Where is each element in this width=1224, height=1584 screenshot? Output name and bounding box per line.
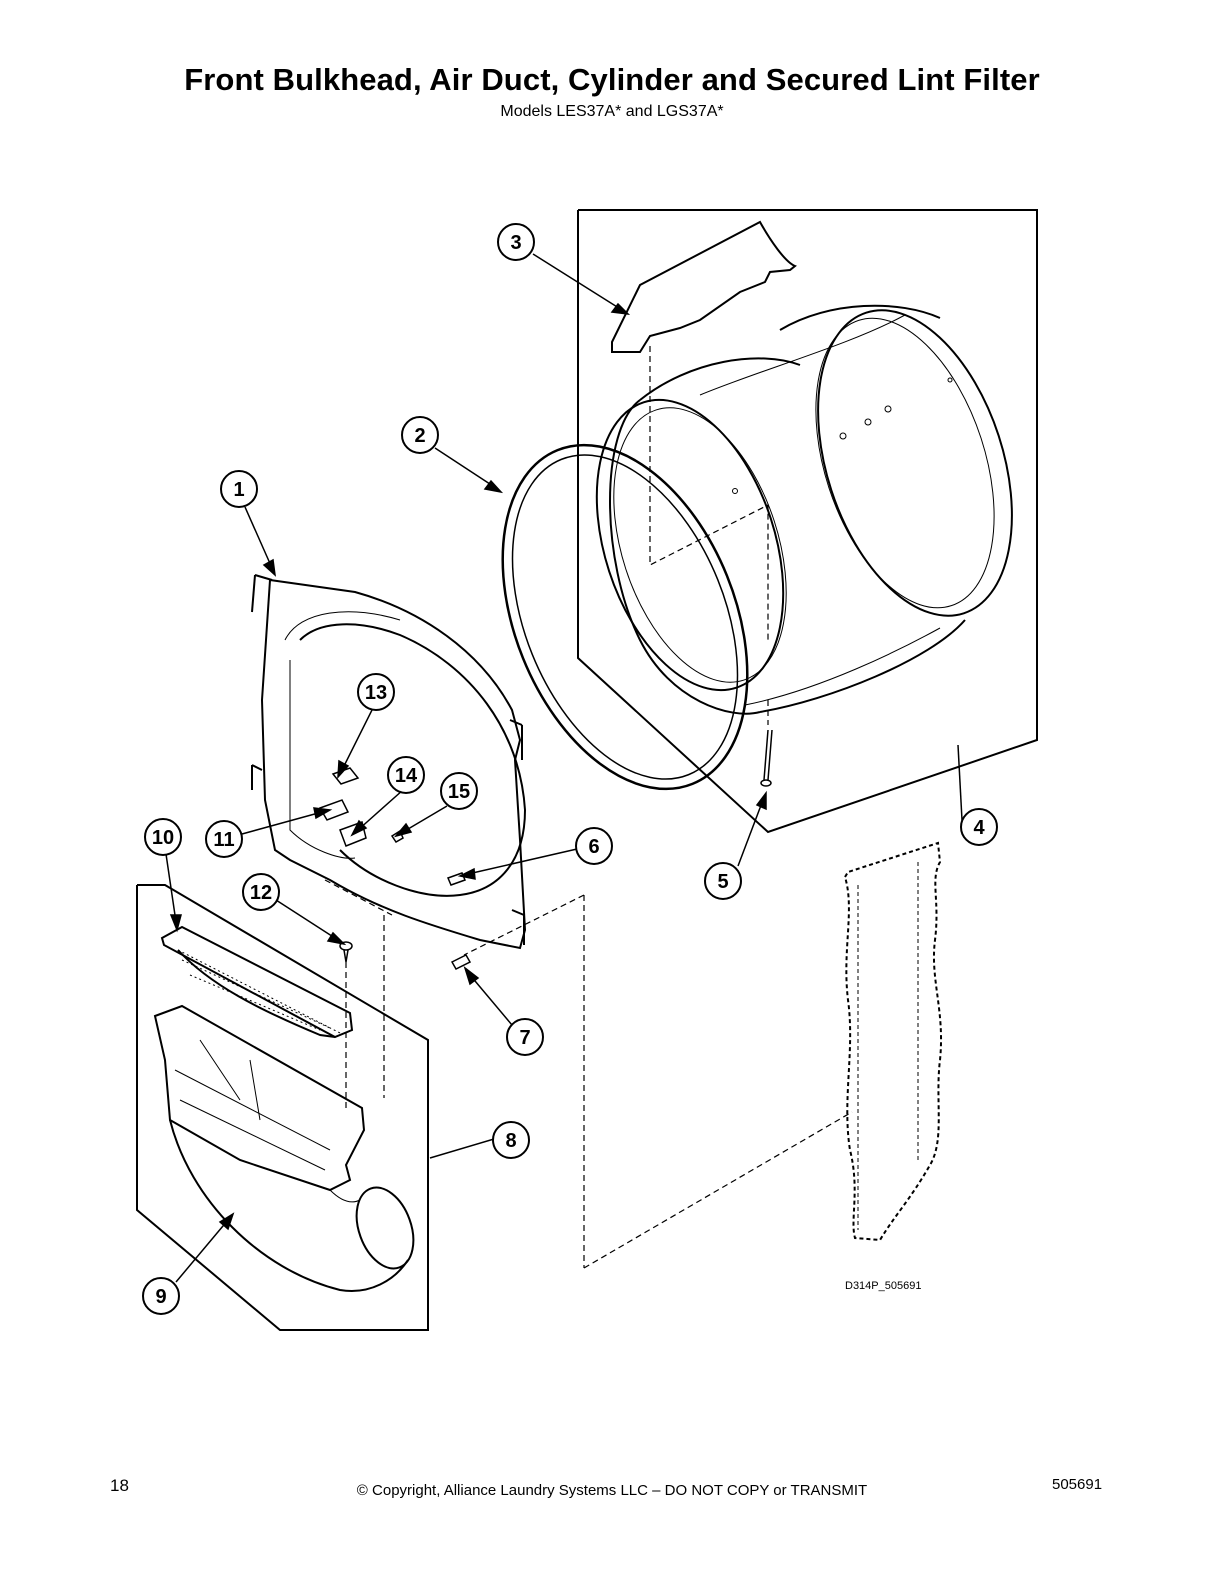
callout-14: 14 xyxy=(387,756,425,794)
cylinder-drum xyxy=(595,304,1013,715)
page-subtitle: Models LES37A* and LGS37A* xyxy=(500,103,724,120)
leader-lines xyxy=(165,253,963,1283)
svg-text:12: 12 xyxy=(250,882,272,904)
svg-text:14: 14 xyxy=(395,765,418,787)
svg-text:10: 10 xyxy=(152,827,174,849)
svg-text:6: 6 xyxy=(588,836,599,858)
svg-text:1: 1 xyxy=(233,479,244,501)
svg-text:11: 11 xyxy=(213,829,234,851)
svg-text:5: 5 xyxy=(717,871,728,893)
callout-11: 11 xyxy=(205,820,243,858)
screw-5 xyxy=(760,729,773,787)
page-title: Front Bulkhead, Air Duct, Cylinder and S… xyxy=(184,62,1040,97)
cabinet-panel-dashed xyxy=(843,841,943,1242)
callout-2: 2 xyxy=(401,416,439,454)
page-number: 18 xyxy=(110,1476,129,1495)
callout-9: 9 xyxy=(142,1277,180,1315)
svg-text:3: 3 xyxy=(510,232,521,254)
callout-1: 1 xyxy=(220,470,258,508)
front-seal-ring xyxy=(501,443,749,791)
svg-text:13: 13 xyxy=(365,682,387,704)
document-number: 505691 xyxy=(1052,1476,1103,1493)
lint-duct xyxy=(153,1004,366,1192)
cylinder-assembly-bracket xyxy=(577,209,1038,834)
svg-text:15: 15 xyxy=(448,781,470,803)
exhaust-elbow xyxy=(169,1119,415,1292)
callout-7: 7 xyxy=(506,1018,544,1056)
callout-13: 13 xyxy=(357,673,395,711)
callout-12: 12 xyxy=(242,873,280,911)
callout-3: 3 xyxy=(497,223,535,261)
callout-6: 6 xyxy=(575,827,613,865)
screw-7 xyxy=(450,954,472,970)
svg-text:4: 4 xyxy=(973,817,985,839)
lint-filter xyxy=(160,925,354,1039)
front-bulkhead xyxy=(251,574,527,950)
svg-text:8: 8 xyxy=(505,1130,516,1152)
drawing-id: D314P_505691 xyxy=(845,1280,922,1292)
svg-text:7: 7 xyxy=(519,1027,530,1049)
copyright-notice: © Copyright, Alliance Laundry Systems LL… xyxy=(356,1482,868,1499)
svg-text:9: 9 xyxy=(155,1286,166,1308)
callout-15: 15 xyxy=(440,772,478,810)
assembly-guide-lines xyxy=(324,346,853,1269)
cabinet-panel-inner-dashed xyxy=(857,862,919,1230)
svg-text:2: 2 xyxy=(414,425,425,447)
callout-8: 8 xyxy=(492,1121,530,1159)
bearing-support xyxy=(611,220,797,353)
callout-10: 10 xyxy=(144,818,182,856)
callout-5: 5 xyxy=(704,862,742,900)
lint-filter-switch-parts xyxy=(318,767,467,886)
air-duct-bracket xyxy=(136,884,429,1331)
callout-4: 4 xyxy=(960,808,998,846)
